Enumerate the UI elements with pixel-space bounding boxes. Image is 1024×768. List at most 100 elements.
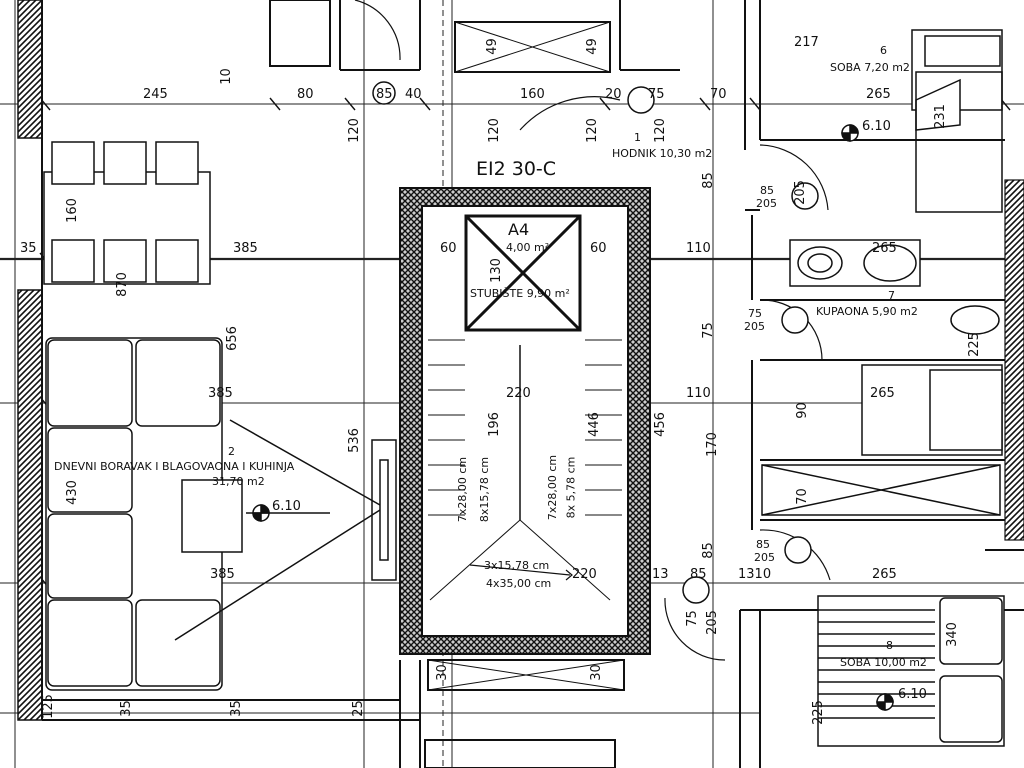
bathroom-fixtures <box>761 239 1003 516</box>
dim-125: 125 <box>40 694 56 719</box>
dim-80: 80 <box>297 87 314 102</box>
dim-20: 20 <box>605 87 622 102</box>
dim-265-b: 265 <box>872 241 897 256</box>
level-bedroom: 6.10 <box>898 687 927 702</box>
room-2-number: 2 <box>228 445 235 458</box>
dim-85-a: 85 <box>760 184 774 197</box>
dim-49-a: 49 <box>484 38 500 55</box>
dim-35-b: 35 <box>118 700 134 717</box>
dim-85-b: 85 <box>700 172 716 189</box>
dim-120-c: 120 <box>584 118 600 143</box>
section-markers <box>372 81 819 604</box>
dim-110-b: 110 <box>686 386 711 401</box>
dim-340: 340 <box>944 622 960 647</box>
dim-49-b: 49 <box>584 38 600 55</box>
dim-120-d: 120 <box>652 118 668 143</box>
dim-85-d: 85 <box>756 538 770 551</box>
room-1-number: 1 <box>634 131 641 144</box>
dim-205-e: 205 <box>704 610 720 635</box>
dim-70: 70 <box>710 87 727 102</box>
dim-10: 10 <box>218 68 234 85</box>
lift-area: 4,00 m² <box>506 241 550 254</box>
dim-536: 536 <box>346 428 362 453</box>
room-7-number: 7 <box>888 289 895 302</box>
stair-label: STUBIŠTE 9,90 m² <box>470 287 570 300</box>
dim-160-top: 160 <box>520 87 545 102</box>
dim-225-b: 225 <box>810 700 826 725</box>
level-living: 6.10 <box>272 499 301 514</box>
dim-225-a: 225 <box>966 332 982 357</box>
dim-85-e: 85 <box>700 542 716 559</box>
dim-70-b: 70 <box>794 488 810 505</box>
dim-205-c: 205 <box>744 320 765 333</box>
dim-120-b: 120 <box>486 118 502 143</box>
dim-385-c: 385 <box>210 567 235 582</box>
stair-bottom-b: 4x35,00 cm <box>486 577 552 590</box>
dim-870: 870 <box>114 272 130 297</box>
dim-265-d: 265 <box>872 567 897 582</box>
dim-196: 196 <box>486 412 502 437</box>
dim-265-c: 265 <box>870 386 895 401</box>
kitchen-counter <box>174 419 397 641</box>
level-marker <box>246 124 894 711</box>
dim-85-marker: 85 <box>376 87 393 102</box>
dining-set <box>43 141 211 285</box>
stair-run-left-a: 8x15,78 cm <box>478 456 492 523</box>
stair-treads <box>428 339 622 516</box>
dim-75-top: 75 <box>648 87 665 102</box>
bottom-shaft <box>424 659 625 768</box>
dim-205-d: 205 <box>754 551 775 564</box>
fire-rating-title: EI2 30-C <box>476 158 557 180</box>
stair-core <box>399 187 651 655</box>
dim-25: 25 <box>350 700 366 717</box>
dim-205-b: 205 <box>792 180 808 205</box>
dim-656: 656 <box>224 326 240 351</box>
stair-bottom-a: 3x15,78 cm <box>484 559 550 572</box>
dim-446: 446 <box>586 412 602 437</box>
dim-231: 231 <box>932 104 948 129</box>
dim-35-c: 35 <box>228 700 244 717</box>
room-2-area: 31,70 m2 <box>212 475 265 488</box>
dim-265-a: 265 <box>866 87 891 102</box>
top-shaft <box>454 21 611 73</box>
sofa <box>45 337 243 691</box>
level-hall: 6.10 <box>862 119 891 134</box>
dim-1310: 1310 <box>738 567 772 582</box>
room-6-name: SOBA 7,20 m2 <box>830 61 910 74</box>
dim-385-a: 385 <box>233 241 258 256</box>
dim-217: 217 <box>794 35 819 50</box>
dim-110-a: 110 <box>686 241 711 256</box>
dim-205-a: 205 <box>756 197 777 210</box>
dim-30-a: 30 <box>434 664 450 681</box>
dim-40: 40 <box>405 87 422 102</box>
dim-13: 13 <box>652 567 669 582</box>
room-1-name: HODNIK 10,30 m2 <box>612 147 713 160</box>
stair-run-right-a: 8x 5,78 cm <box>564 456 578 519</box>
dim-430: 430 <box>64 480 80 505</box>
dim-245: 245 <box>143 87 168 102</box>
room-8-number: 8 <box>886 639 893 652</box>
exterior-walls <box>17 0 1024 721</box>
dim-75-b: 75 <box>748 307 762 320</box>
dim-456: 456 <box>652 412 668 437</box>
dim-90: 90 <box>794 402 810 419</box>
interior-walls <box>41 0 1024 768</box>
dim-60-b: 60 <box>590 241 607 256</box>
bedroom-furniture <box>817 29 1005 747</box>
room-8-name: SOBA 10,00 m2 <box>840 656 927 669</box>
dim-120-a: 120 <box>346 118 362 143</box>
dim-85-f: 85 <box>690 567 707 582</box>
stair-run-right-b: 7x28,00 cm <box>546 454 560 521</box>
room-2-name: DNEVNI BORAVAK I BLAGOVAONA I KUHINJA <box>54 460 295 473</box>
dim-130: 130 <box>488 258 504 283</box>
dim-35-a: 35 <box>20 241 37 256</box>
lift-code: A4 <box>508 220 530 239</box>
dim-75-c: 75 <box>684 610 700 627</box>
dim-60-a: 60 <box>440 241 457 256</box>
dim-220-b: 220 <box>572 567 597 582</box>
room-6-number: 6 <box>880 44 887 57</box>
stair-run-left-b: 7x28,00 cm <box>456 456 470 523</box>
room-7-name: KUPAONA 5,90 m2 <box>816 305 918 318</box>
dim-30-b: 30 <box>588 664 604 681</box>
